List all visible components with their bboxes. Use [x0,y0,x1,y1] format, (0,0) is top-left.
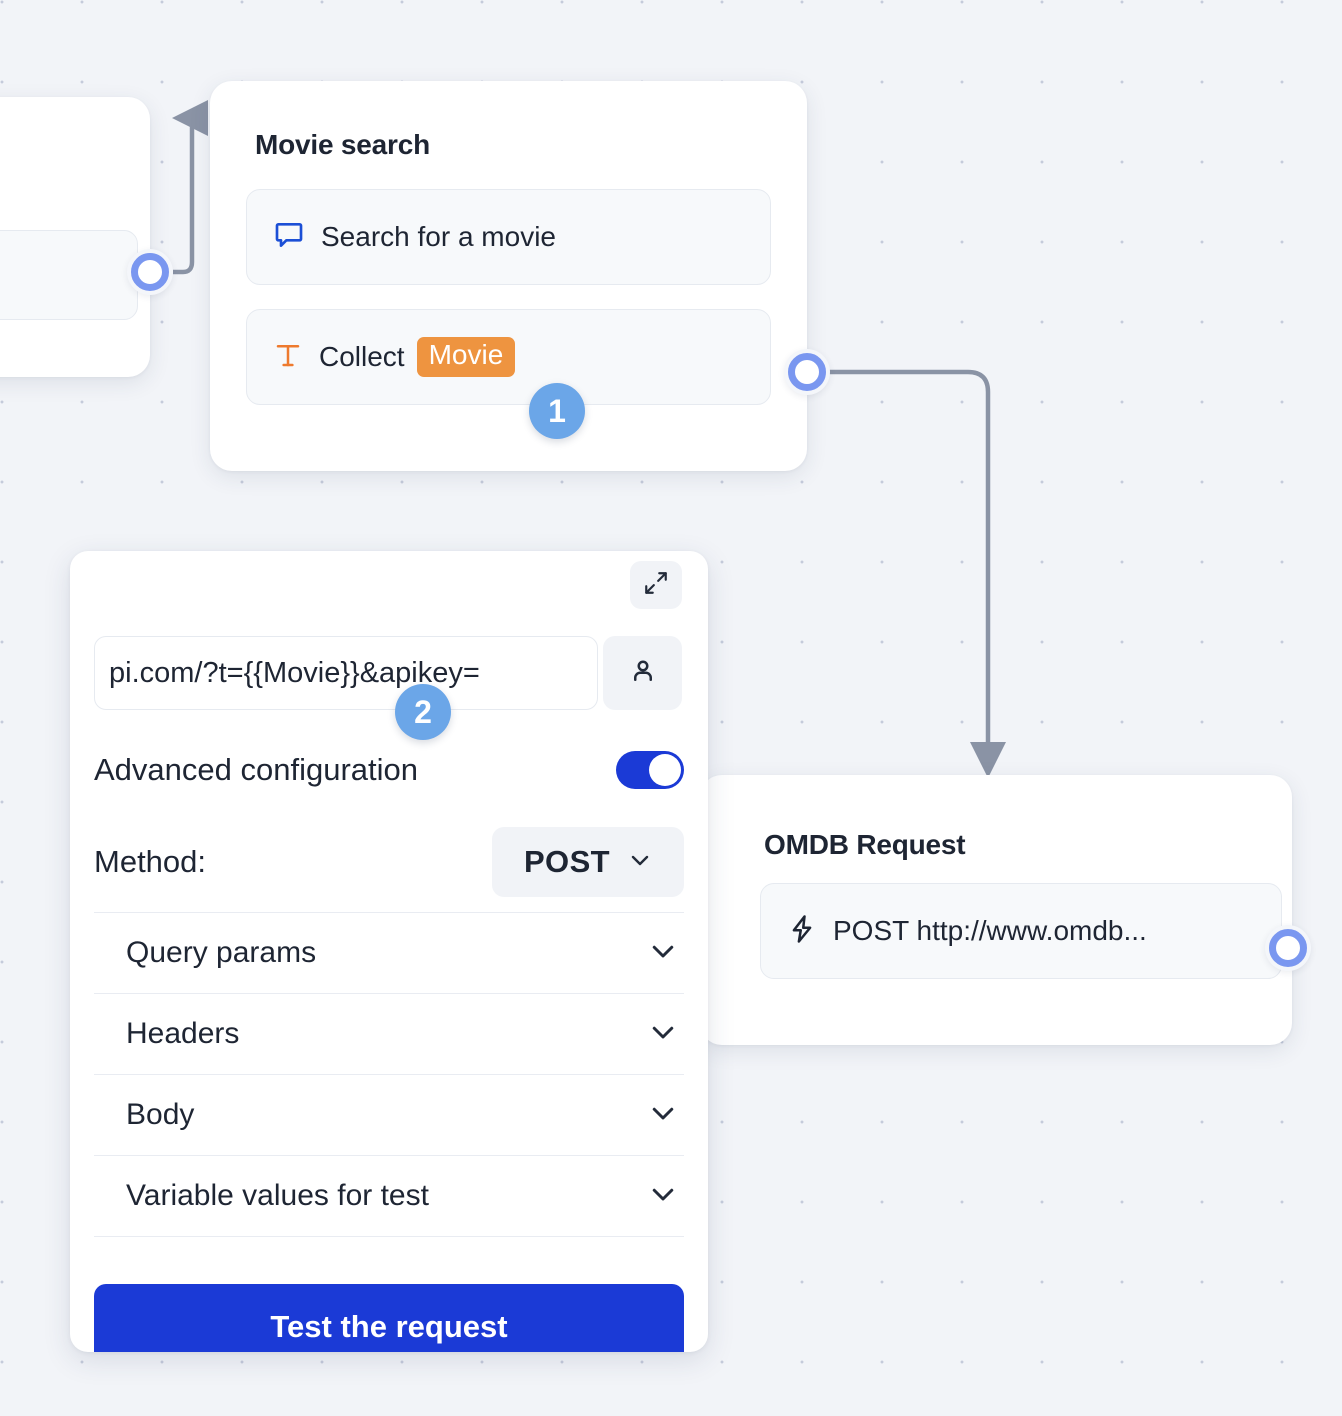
movie-search-row-search-label: Search for a movie [321,221,556,252]
request-url-input[interactable] [94,636,598,710]
accordion-label: Query params [126,936,317,969]
accordion-item-body[interactable]: Body [94,1075,684,1156]
method-row: Method: POST [94,827,684,897]
movie-search-row-collect[interactable]: Collect Movie [246,309,771,405]
message-bubble-icon [273,219,305,256]
request-config-panel[interactable]: Advanced configuration Method: POST Quer… [70,551,708,1352]
method-select[interactable]: POST [492,827,684,897]
omdb-request-node[interactable]: OMDB Request POST http://www.omdb... [700,775,1292,1045]
text-input-icon [273,340,303,375]
accordion-item-headers[interactable]: Headers [94,994,684,1075]
lightning-bolt-icon [787,914,817,949]
movie-search-node[interactable]: Movie search Search for a movie Collect … [210,81,807,471]
advanced-configuration-label: Advanced configuration [94,752,419,787]
omdb-request-output-port[interactable] [1265,925,1311,971]
accordion-item-query-params[interactable]: Query params [94,913,684,994]
request-sections-accordion: Query params Headers Body [94,912,684,1237]
trigger-node[interactable] [0,97,150,377]
auth-button[interactable] [603,636,682,710]
chevron-down-icon [628,848,652,877]
advanced-configuration-row: Advanced configuration [94,742,684,798]
movie-search-row-collect-label: Collect Movie [319,337,516,377]
expand-diagonal-icon [643,570,669,601]
omdb-request-title: OMDB Request [764,829,966,860]
accordion-label: Variable values for test [126,1179,429,1212]
accordion-label: Headers [126,1017,240,1050]
chevron-down-icon [648,1017,678,1052]
omdb-request-row[interactable]: POST http://www.omdb... [760,883,1282,979]
method-value: POST [523,844,610,879]
trigger-output-port[interactable] [127,249,173,295]
expand-panel-button[interactable] [630,561,682,609]
movie-search-output-port[interactable] [784,349,830,395]
edge-trigger-to-movie-search [172,100,208,275]
trigger-node-row[interactable] [0,230,138,320]
movie-search-row-search[interactable]: Search for a movie [246,189,771,285]
chevron-down-icon [648,1098,678,1133]
edge-movie-search-to-omdb [826,369,1006,778]
step-badge-1: 1 [529,383,585,439]
step-badge-2: 2 [395,684,451,740]
person-icon [628,656,658,691]
test-the-request-button[interactable]: Test the request [94,1284,684,1352]
omdb-request-row-label: POST http://www.omdb... [833,915,1147,946]
collect-text: Collect [319,340,405,372]
advanced-configuration-toggle[interactable] [616,751,684,789]
chevron-down-icon [648,936,678,971]
accordion-item-variable-values[interactable]: Variable values for test [94,1156,684,1237]
variable-chip-movie[interactable]: Movie [416,337,516,377]
movie-search-title: Movie search [255,129,431,160]
accordion-label: Body [126,1098,195,1131]
method-label: Method: [94,844,207,879]
chevron-down-icon [648,1179,678,1214]
url-row [94,636,682,710]
